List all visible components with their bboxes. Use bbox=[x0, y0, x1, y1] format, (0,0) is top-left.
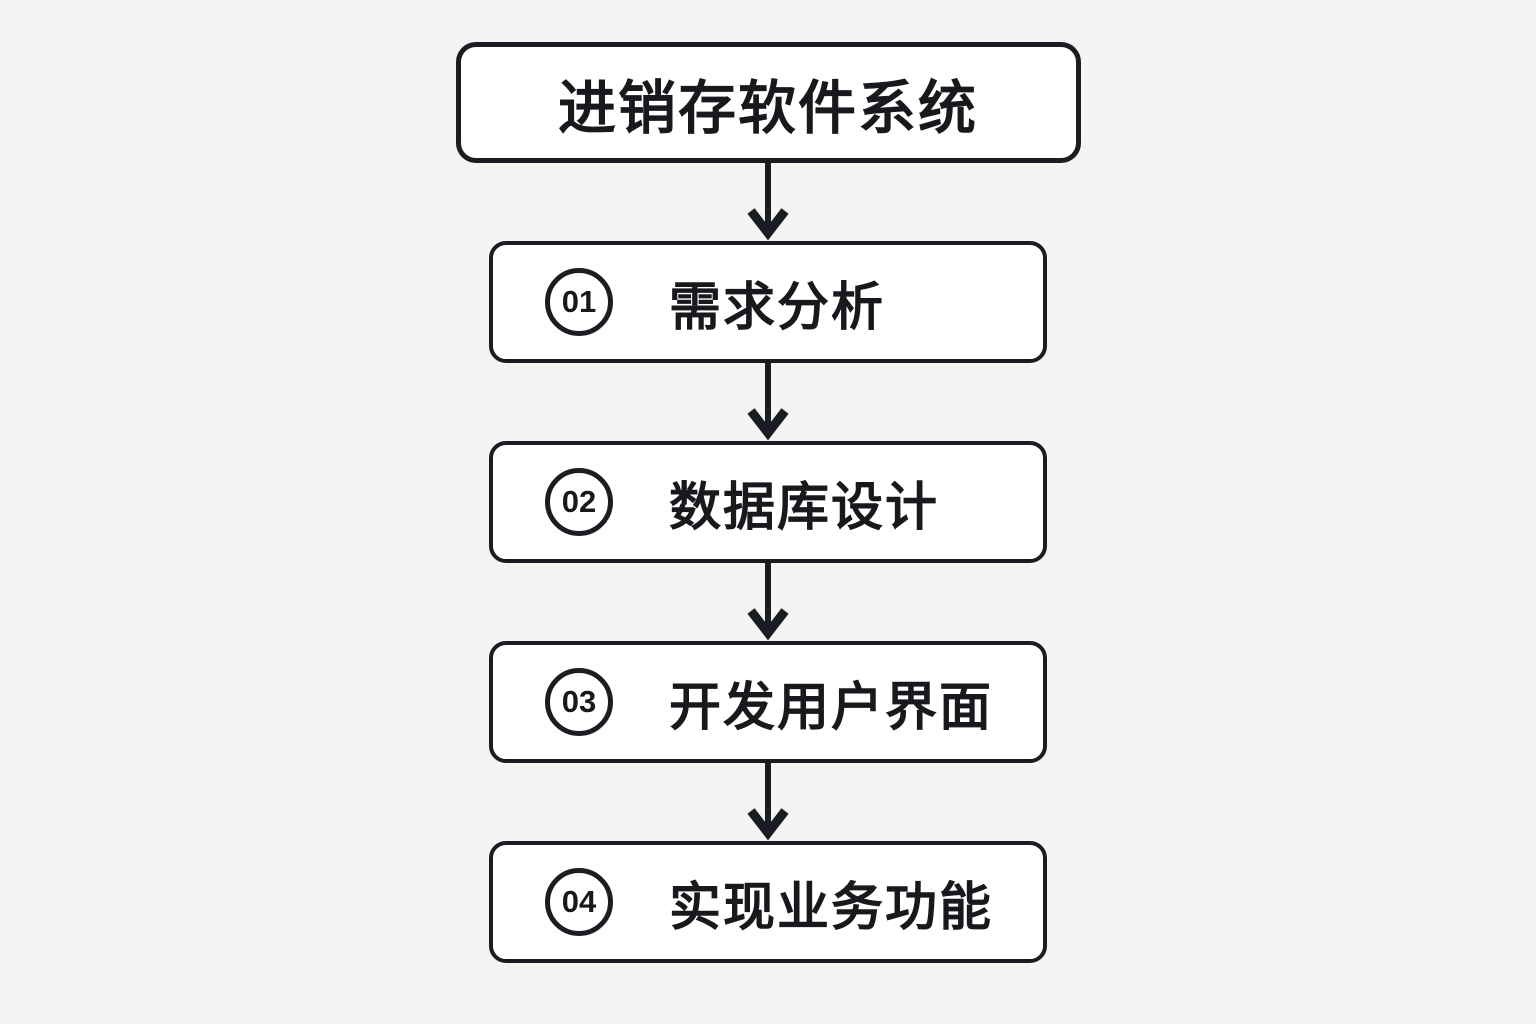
step-number-badge: 01 bbox=[545, 268, 613, 336]
step-number: 02 bbox=[561, 484, 597, 519]
step-number: 03 bbox=[561, 684, 597, 719]
step-number: 01 bbox=[561, 284, 597, 319]
arrow-down-icon bbox=[747, 363, 789, 441]
step-number-badge: 02 bbox=[545, 468, 613, 536]
step-node-03: 03 开发用户界面 bbox=[489, 641, 1047, 763]
arrow-down-icon bbox=[747, 163, 789, 241]
step-number: 04 bbox=[561, 884, 597, 919]
step-node-02: 02 数据库设计 bbox=[489, 441, 1047, 563]
step-label: 需求分析 bbox=[669, 278, 886, 337]
title-text: 进销存软件系统 bbox=[557, 75, 978, 141]
arrow-down-icon bbox=[747, 763, 789, 841]
arrow-down-icon bbox=[747, 563, 789, 641]
step-label: 数据库设计 bbox=[669, 478, 940, 537]
step-node-04: 04 实现业务功能 bbox=[489, 841, 1047, 963]
step-label: 实现业务功能 bbox=[669, 878, 994, 937]
step-label: 开发用户界面 bbox=[669, 678, 994, 737]
title-node: 进销存软件系统 bbox=[455, 42, 1081, 163]
step-number-badge: 03 bbox=[545, 668, 613, 736]
step-node-01: 01 需求分析 bbox=[489, 241, 1047, 363]
step-number-badge: 04 bbox=[545, 868, 613, 936]
